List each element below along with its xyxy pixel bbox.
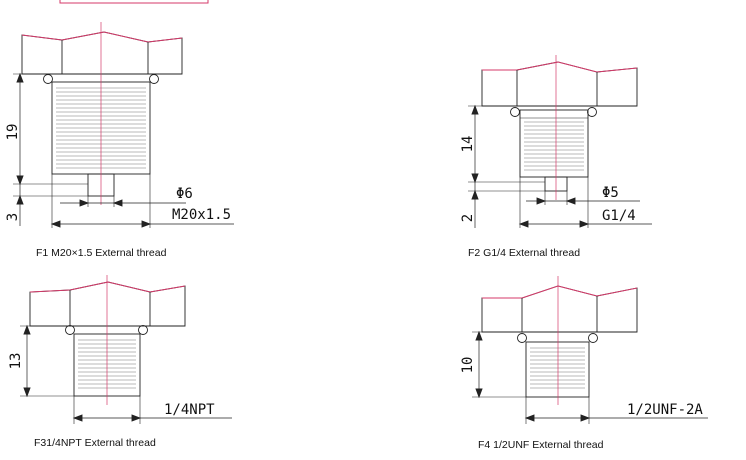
o-ring-left [517, 333, 527, 343]
fitting-f2 [468, 55, 652, 228]
f2-thread-label: G1/4 [602, 208, 636, 224]
o-ring-right [138, 325, 148, 335]
thread-lines [530, 347, 585, 389]
f4-thread-label: 1/2UNF-2A [627, 402, 703, 418]
f1-bore-label: Φ6 [176, 186, 193, 202]
fitting-f3 [20, 275, 232, 424]
f1-tip-label: 3 [5, 213, 21, 221]
f3-height-label: 13 [8, 353, 24, 370]
o-ring-left [65, 325, 75, 335]
thread-lines [524, 121, 584, 171]
fitting-f1 [13, 22, 234, 228]
f1-thread-label: M20x1.5 [172, 207, 231, 223]
f1-height-label: 19 [5, 124, 21, 141]
hex-nut [29, 281, 186, 327]
o-ring-right [587, 107, 597, 117]
f2-caption: F2 G1/4 External thread [468, 247, 580, 259]
thread-body [525, 341, 590, 398]
o-ring-left [510, 107, 520, 117]
f4-height-label: 10 [460, 357, 476, 374]
o-ring-right [588, 333, 598, 343]
o-ring-right [149, 74, 159, 84]
f3-thread-label: 1/4NPT [164, 402, 215, 418]
f2-height-label: 14 [460, 136, 476, 153]
header-mark [59, 0, 209, 4]
f3-caption: F31/4NPT External thread [34, 437, 156, 449]
o-ring-left [43, 74, 53, 84]
fitting-f4 [472, 276, 708, 424]
f2-tip-label: 2 [460, 214, 476, 222]
f2-bore-label: Φ5 [602, 185, 619, 201]
f4-caption: F4 1/2UNF External thread [478, 439, 604, 451]
thread-body [519, 109, 589, 178]
f1-caption: F1 M20×1.5 External thread [36, 247, 167, 259]
hex-nut [481, 61, 638, 107]
